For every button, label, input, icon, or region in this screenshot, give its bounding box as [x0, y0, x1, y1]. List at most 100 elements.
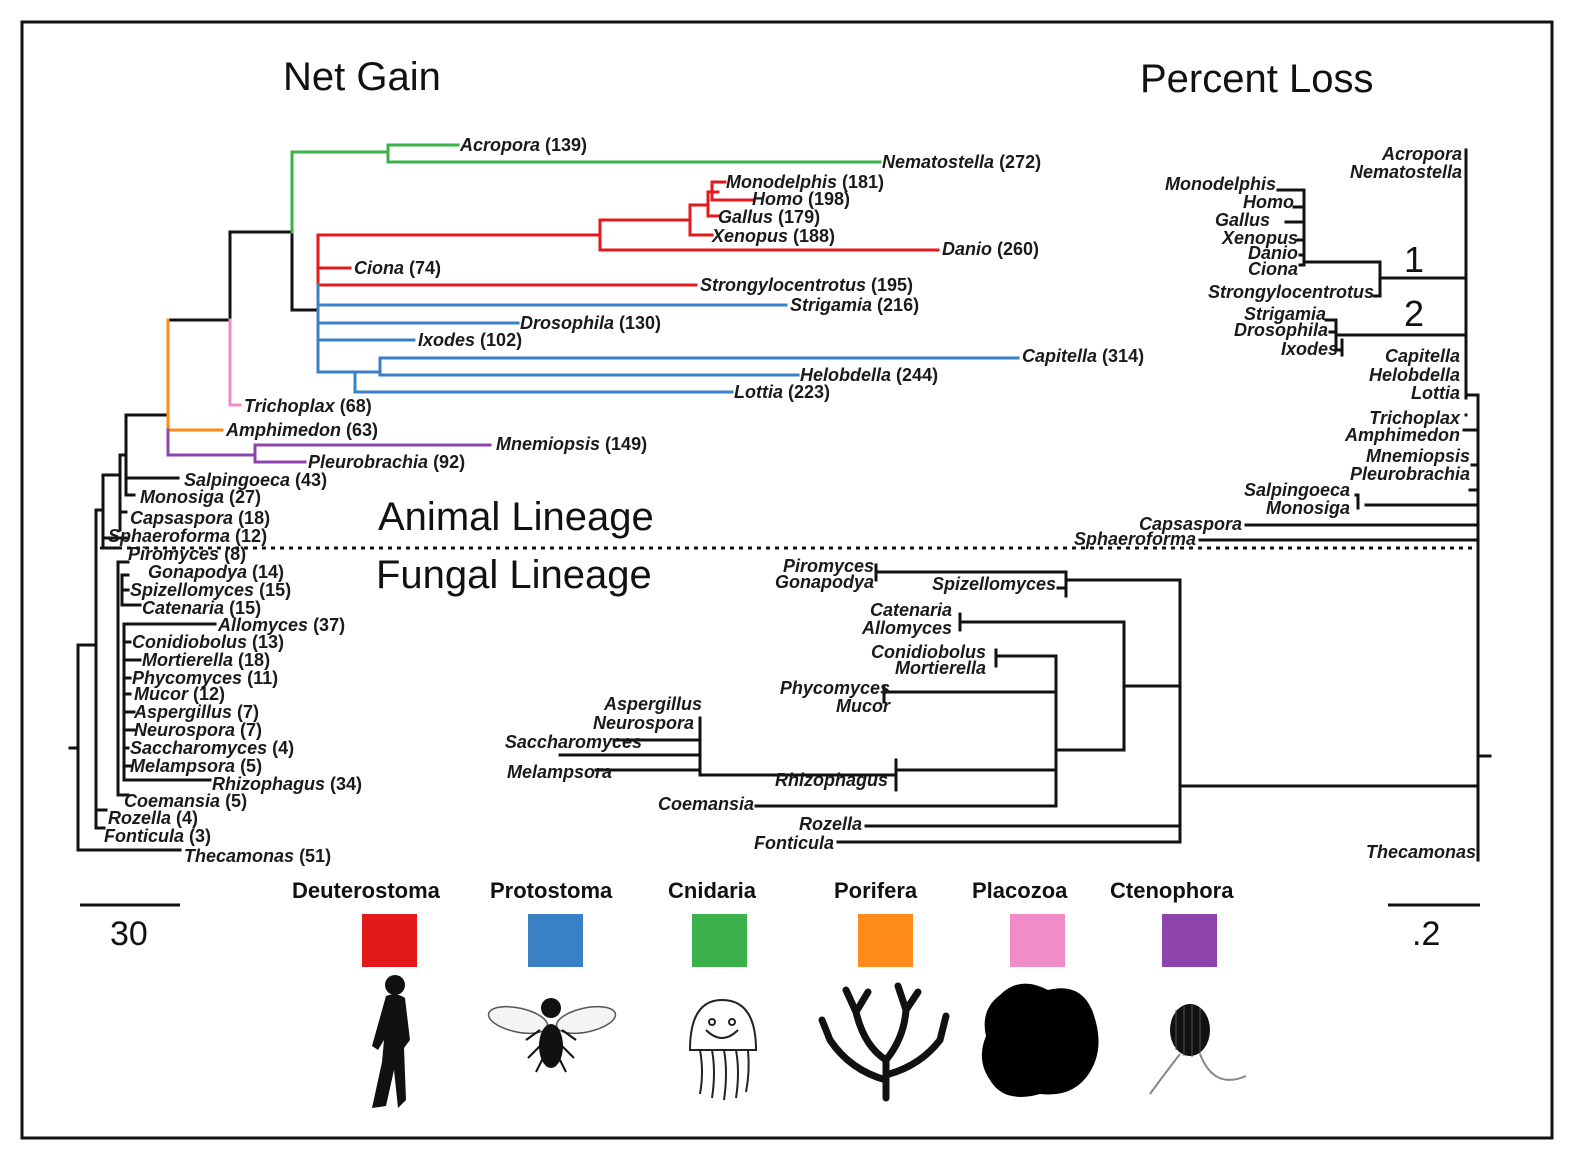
gain-label-monodelphis: Monodelphis (181)	[726, 172, 884, 192]
fly-silhouette-icon	[487, 998, 617, 1073]
gain-label-piromyces: Piromyces (8)	[128, 544, 246, 564]
gain-label-fonticula: Fonticula (3)	[104, 826, 211, 846]
gain-label-gallus: Gallus (179)	[718, 207, 820, 227]
legend-label-ctenophora: Ctenophora	[1110, 878, 1234, 903]
loss-label-mortierella: Mortierella	[895, 658, 986, 678]
loss-label-strongylocentrotus: Strongylocentrotus	[1208, 282, 1374, 302]
legend-label-cnidaria: Cnidaria	[668, 878, 757, 903]
loss-label-monodelphis: Monodelphis	[1165, 174, 1276, 194]
loss-label-sphaeroforma: Sphaeroforma	[1074, 529, 1196, 549]
loss-labels: Acropora Nematostella Monodelphis Homo G…	[505, 144, 1476, 862]
gain-label-mortierella: Mortierella (18)	[142, 650, 270, 670]
gain-label-amphimedon: Amphimedon (63)	[225, 420, 378, 440]
gain-label-trichoplax: Trichoplax (68)	[244, 396, 372, 416]
loss-label-amphimedon: Amphimedon	[1344, 425, 1460, 445]
gain-label-saccharomyces: Saccharomyces (4)	[130, 738, 294, 758]
sponge-silhouette-icon	[818, 982, 950, 1102]
loss-label-allomyces: Allomyces	[861, 618, 952, 638]
legend-swatch-ctenophora	[1162, 914, 1217, 967]
loss-label-monosiga: Monosiga	[1266, 498, 1350, 518]
gain-label-xenopus: Xenopus (188)	[711, 226, 835, 246]
ctenophora-branch	[166, 428, 492, 464]
loss-label-spizellomyces: Spizellomyces	[932, 574, 1056, 594]
loss-label-drosophila: Drosophila	[1234, 320, 1328, 340]
gain-label-melampsora: Melampsora (5)	[130, 756, 262, 776]
loss-label-danio: Danio	[1248, 243, 1298, 263]
gain-label-sphaeroforma: Sphaeroforma (12)	[108, 526, 267, 546]
legend-label-placozoa: Placozoa	[972, 878, 1068, 903]
placozoa-branch	[228, 318, 242, 407]
loss-label-xenopus: Xenopus	[1221, 228, 1298, 248]
gain-label-capsaspora: Capsaspora (18)	[130, 508, 270, 528]
gain-label-thecamonas: Thecamonas (51)	[184, 846, 331, 866]
loss-label-pleurobrachia: Pleurobrachia	[1350, 464, 1470, 484]
legend-swatch-porifera	[858, 914, 913, 967]
loss-label-lottia: Lottia	[1411, 383, 1460, 403]
loss-label-rozella: Rozella	[799, 814, 862, 834]
animal-lineage-label: Animal Lineage	[378, 495, 654, 539]
gain-label-capitella: Capitella (314)	[1022, 346, 1144, 366]
loss-label-helobdella: Helobdella	[1369, 365, 1460, 385]
gain-label-aspergillus: Aspergillus (7)	[133, 702, 259, 722]
loss-label-piromyces: Piromyces	[783, 556, 874, 576]
protostoma-branch	[316, 283, 1020, 394]
gain-label-conidiobolus: Conidiobolus (13)	[132, 632, 284, 652]
loss-label-rhizophagus: Rhizophagus	[775, 770, 888, 790]
gain-label-mucor: Mucor (12)	[134, 684, 225, 704]
loss-label-saccharomyces: Saccharomyces	[505, 732, 642, 752]
cnidaria-branch	[290, 143, 882, 234]
legend-label-protostoma: Protostoma	[490, 878, 613, 903]
gain-label-danio: Danio (260)	[942, 239, 1039, 259]
legend-label-porifera: Porifera	[834, 878, 918, 903]
loss-label-salpingoeca: Salpingoeca	[1244, 480, 1350, 500]
loss-label-mucor: Mucor	[836, 696, 891, 716]
loss-label-trichoplax: Trichoplax	[1369, 408, 1461, 428]
loss-label-aspergillus: Aspergillus	[603, 694, 702, 714]
loss-label-phycomyces: Phycomyces	[780, 678, 890, 698]
gain-label-strongylocentrotus: Strongylocentrotus (195)	[700, 275, 913, 295]
loss-label-ixodes: Ixodes	[1281, 339, 1338, 359]
legend-swatch-cnidaria	[692, 914, 747, 967]
loss-tree-branches	[558, 148, 1492, 862]
gain-label-rozella: Rozella (4)	[108, 808, 198, 828]
loss-label-fonticula: Fonticula	[754, 833, 834, 853]
percent-loss-tree: 1 2 Acropora Nematostella Monodelphis Ho…	[505, 144, 1492, 862]
legend-swatch-placozoa	[1010, 914, 1065, 967]
loss-label-ciona: Ciona	[1248, 259, 1298, 279]
loss-label-homo: Homo	[1243, 192, 1294, 212]
loss-label-neurospora: Neurospora	[593, 713, 694, 733]
gain-label-drosophila: Drosophila (130)	[520, 313, 661, 333]
gain-label-ciona: Ciona (74)	[354, 258, 441, 278]
legend-label-deuterostoma: Deuterostoma	[292, 878, 441, 903]
jellyfish-icon	[688, 998, 758, 1101]
loss-label-mnemiopsis: Mnemiopsis	[1366, 446, 1470, 466]
gain-label-allomyces: Allomyces (37)	[217, 615, 345, 635]
gain-label-acropora: Acropora (139)	[459, 135, 587, 155]
gain-label-coemansia: Coemansia (5)	[124, 791, 247, 811]
loss-label-melampsora: Melampsora	[507, 762, 612, 782]
gain-label-rhizophagus: Rhizophagus (34)	[212, 774, 362, 794]
fungal-lineage-label: Fungal Lineage	[376, 553, 652, 597]
gain-label-spizellomyces: Spizellomyces (15)	[130, 580, 291, 600]
loss-label-coemansia: Coemansia	[658, 794, 754, 814]
gain-label-strigamia: Strigamia (216)	[790, 295, 919, 315]
gain-label-ixodes: Ixodes (102)	[418, 330, 522, 350]
porifera-branch	[166, 318, 224, 432]
comb-jelly-icon	[1149, 1004, 1247, 1095]
loss-label-thecamonas: Thecamonas	[1366, 842, 1476, 862]
placozoan-silhouette-icon	[981, 983, 1099, 1097]
scale-label-left: 30	[110, 915, 148, 953]
loss-label-catenaria: Catenaria	[870, 600, 952, 620]
loss-label-strigamia: Strigamia	[1244, 304, 1326, 324]
net-gain-tree: Acropora (139) Nematostella (272) Monode…	[68, 135, 1144, 866]
gain-label-phycomyces: Phycomyces (11)	[132, 668, 278, 688]
loss-label-gonapodya: Gonapodya	[775, 572, 874, 592]
loss-label-acropora: Acropora	[1381, 144, 1462, 164]
legend: Deuterostoma Protostoma Cnidaria Porifer…	[292, 878, 1247, 1108]
net-gain-title: Net Gain	[283, 55, 441, 99]
gain-label-homo: Homo (198)	[752, 189, 850, 209]
gain-label-catenaria: Catenaria (15)	[142, 598, 261, 618]
gain-label-pleurobrachia: Pleurobrachia (92)	[308, 452, 465, 472]
legend-swatch-deuterostoma	[362, 914, 417, 967]
